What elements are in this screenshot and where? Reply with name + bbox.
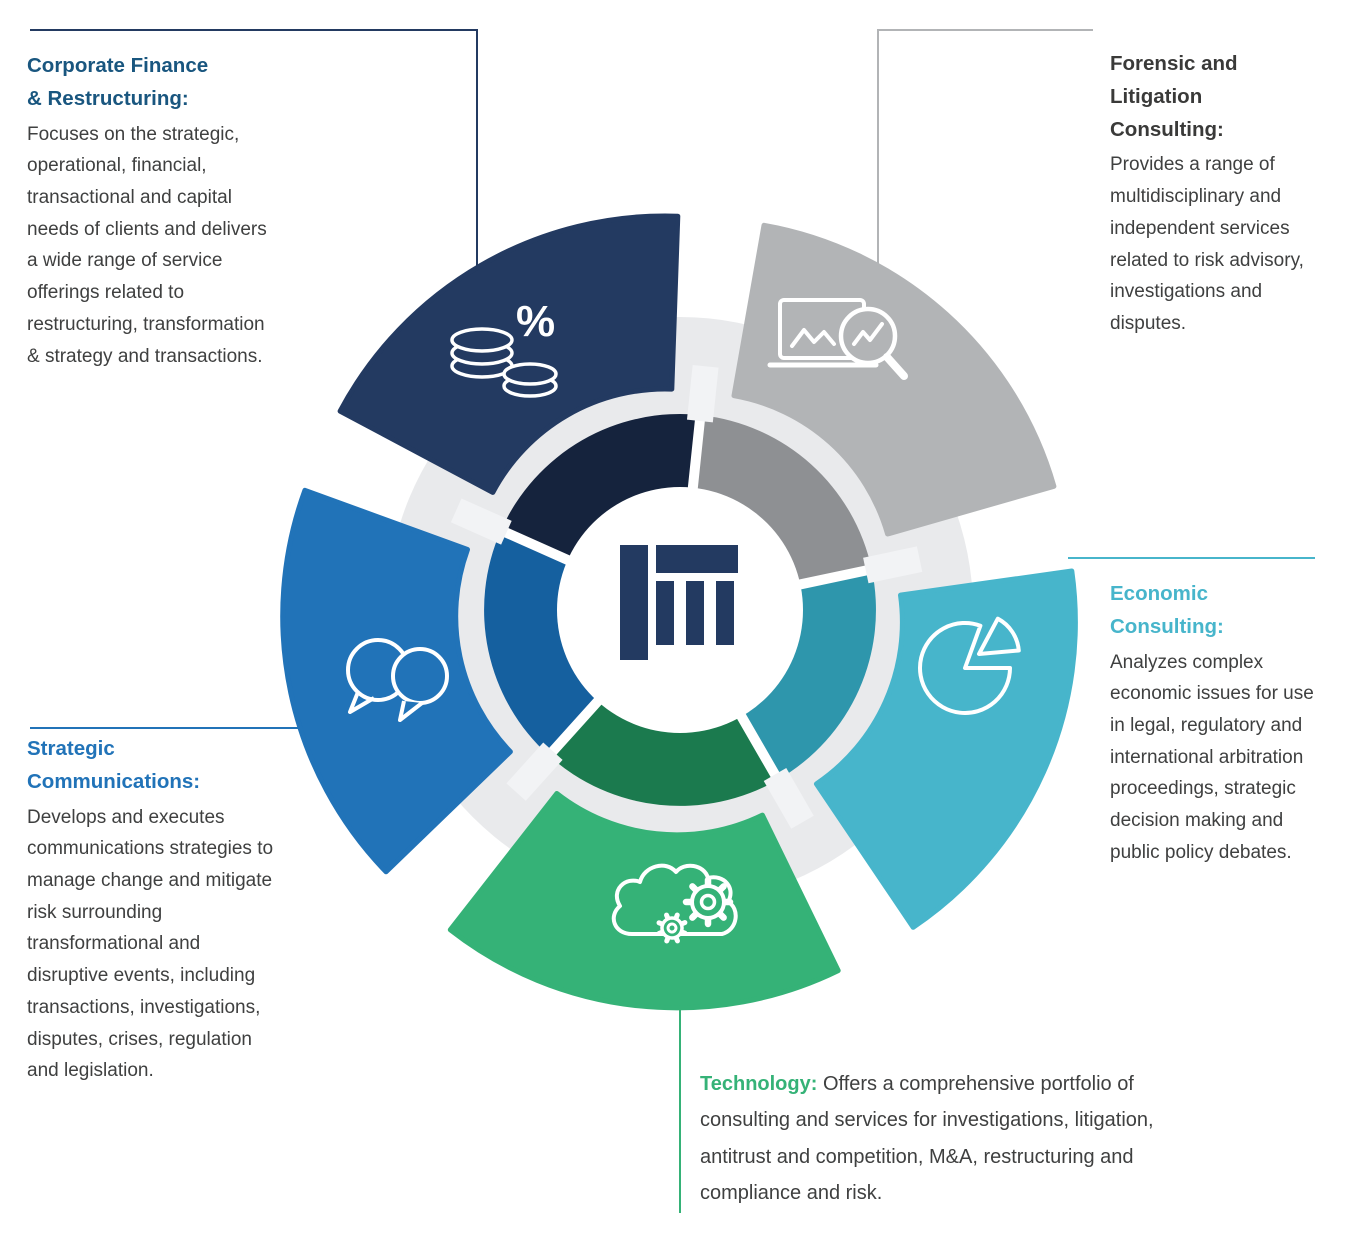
- corporate-finance-heading: Corporate Finance & Restructuring:: [27, 54, 209, 110]
- corporate-finance-text-block: Corporate Finance & Restructuring: Focus…: [27, 50, 269, 372]
- fti-logo: [620, 545, 738, 660]
- forensic-wedge: [731, 222, 1057, 537]
- economic-heading: Economic Consulting:: [1110, 582, 1224, 638]
- corporate-finance-inner-ring: [501, 414, 701, 562]
- technology-wedge: [447, 791, 841, 1011]
- technology-body: Offers a comprehensive portfolio of cons…: [700, 1073, 1154, 1205]
- forensic-connector: [877, 29, 1093, 270]
- economic-inner-ring: [740, 569, 876, 780]
- gap-tabs: [450, 364, 923, 829]
- pie-chart-icon: [918, 616, 1021, 715]
- technology-heading: Technology:: [700, 1073, 818, 1095]
- strategic-inner-ring: [484, 530, 600, 756]
- inner-ring-separators: [488, 402, 885, 792]
- strategic-body: Develops and executes communications str…: [27, 806, 274, 1082]
- forensic-heading: Forensic and Litigation Consulting:: [1110, 52, 1238, 141]
- corporate-finance-connector: [30, 29, 478, 272]
- economic-text-block: Economic Consulting: Analyzes complex ec…: [1110, 578, 1316, 869]
- segment-wheel: %: [280, 213, 1078, 1011]
- center-circle: [557, 487, 803, 733]
- economic-body: Analyzes complex economic issues for use…: [1110, 651, 1314, 863]
- coins-percent-icon: %: [450, 297, 558, 398]
- forensic-text-block: Forensic and Litigation Consulting: Prov…: [1110, 48, 1316, 340]
- forensic-inner-ring: [692, 415, 872, 586]
- strategic-text-block: Strategic Communications: Develops and e…: [27, 733, 285, 1087]
- speech-bubbles-icon: [346, 638, 449, 722]
- svg-text:%: %: [516, 297, 555, 346]
- economic-wedge: [813, 568, 1078, 930]
- technology-paragraph: Technology: Offers a comprehensive portf…: [700, 1066, 1184, 1212]
- cloud-gears-icon: [611, 863, 738, 944]
- corporate-finance-body: Focuses on the strategic, operational, f…: [27, 123, 267, 367]
- forensic-body: Provides a range of multidisciplinary an…: [1110, 154, 1304, 334]
- laptop-magnifier-icon: [767, 298, 908, 380]
- technology-text-block: Technology: Offers a comprehensive portf…: [700, 1066, 1184, 1212]
- strategic-heading: Strategic Communications:: [27, 737, 201, 793]
